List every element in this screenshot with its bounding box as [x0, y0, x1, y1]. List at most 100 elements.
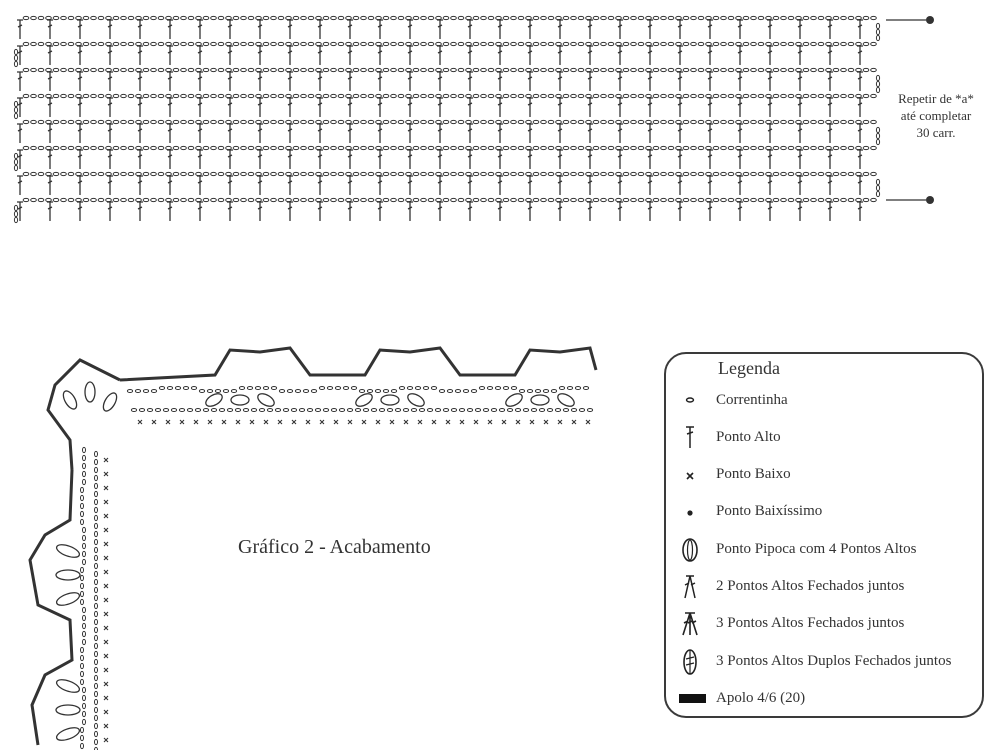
single-crochet-mark: [103, 709, 109, 715]
chain-stitch-mark: [570, 119, 577, 125]
chain-stitch-mark: [94, 626, 98, 634]
chain-stitch-mark: [94, 506, 98, 514]
chain-stitch-mark: [255, 67, 262, 73]
chain-stitch-mark: [637, 145, 645, 151]
chain-stitch-mark: [202, 171, 210, 177]
chain-stitch-mark: [510, 15, 517, 21]
chain-stitch-mark: [630, 197, 637, 203]
chain-stitch-mark: [577, 171, 585, 177]
chain-stitch-mark: [82, 93, 90, 99]
chain-stitch-mark: [615, 67, 622, 73]
chain-stitch-mark: [397, 145, 405, 151]
chain-stitch-mark: [366, 389, 374, 393]
double-crochet-mark: [197, 97, 203, 117]
chain-stitch-mark: [150, 171, 157, 177]
double-crochet-mark: [857, 201, 863, 221]
double-crochet-mark: [347, 201, 353, 221]
turning-chain-mark: [13, 164, 19, 172]
chain-stitch-mark: [570, 408, 578, 412]
chain-stitch-mark: [105, 67, 112, 73]
double-crochet-mark: [587, 71, 593, 91]
chain-stitch-mark: [862, 15, 870, 21]
chain-stitch-mark: [675, 197, 682, 203]
double-crochet-mark: [827, 123, 833, 143]
chain-stitch-mark: [367, 41, 375, 47]
chain-stitch-mark: [262, 119, 270, 125]
chain-stitch-mark: [345, 41, 352, 47]
chain-stitch-mark: [682, 119, 690, 125]
chain-stitch-mark: [727, 119, 735, 125]
chain-stitch-mark: [652, 197, 660, 203]
double-crochet-mark: [137, 71, 143, 91]
chain-stitch-mark: [660, 93, 667, 99]
chain-stitch-mark: [697, 67, 705, 73]
chain-stitch-mark: [592, 119, 600, 125]
chain-stitch-mark: [240, 15, 247, 21]
legend-item: Ponto Alto: [666, 423, 984, 453]
single-crochet-mark: [103, 457, 109, 463]
popcorn-stitch-mark: [557, 393, 575, 407]
chain-stitch-mark: [735, 41, 742, 47]
grid-row: [17, 119, 881, 146]
chain-stitch-mark: [94, 658, 98, 666]
chain-stitch-mark: [120, 41, 127, 47]
double-crochet-mark: [107, 45, 113, 65]
chain-stitch-mark: [178, 408, 186, 412]
chain-stitch-mark: [247, 41, 255, 47]
chain-stitch-mark: [855, 197, 862, 203]
chain-stitch-mark: [412, 145, 420, 151]
legend-item: Apolo 4/6 (20): [666, 684, 984, 714]
chain-stitch-mark: [232, 41, 240, 47]
chain-stitch-mark: [322, 171, 330, 177]
chain-stitch-mark: [80, 598, 84, 606]
chain-stitch-mark: [285, 197, 292, 203]
chain-stitch-mark: [412, 119, 420, 125]
chain-stitch-mark: [120, 15, 127, 21]
chain-stitch-mark: [307, 171, 315, 177]
chain-stitch-mark: [570, 41, 577, 47]
double-crochet-mark: [107, 149, 113, 169]
chain-stitch-mark: [262, 386, 270, 390]
chain-stitch-mark: [420, 171, 427, 177]
chain-stitch-mark: [194, 408, 202, 412]
double-crochet-mark: [467, 149, 473, 169]
chain-stitch-mark: [37, 93, 45, 99]
double-crochet-mark: [257, 123, 263, 143]
popcorn-stitch-mark: [62, 390, 78, 410]
chain-stitch-mark: [847, 119, 855, 125]
chain-stitch-mark: [600, 145, 607, 151]
chain-stitch-mark: [202, 15, 210, 21]
chain-stitch-mark: [720, 119, 727, 125]
chain-stitch-mark: [226, 408, 234, 412]
double-crochet-mark: [197, 71, 203, 91]
chain-stitch-mark: [810, 67, 817, 73]
chain-stitch-mark: [430, 386, 438, 390]
chain-stitch-mark: [352, 145, 360, 151]
double-crochet-mark: [797, 149, 803, 169]
chain-stitch-mark: [202, 41, 210, 47]
chain-stitch-mark: [645, 15, 652, 21]
chain-stitch-mark: [165, 119, 172, 125]
chain-stitch-mark: [112, 197, 120, 203]
chain-stitch-mark: [80, 678, 84, 686]
legend-label: Apolo 4/6 (20): [716, 690, 806, 706]
chain-stitch-mark: [562, 119, 570, 125]
chain-stitch-mark: [405, 119, 412, 125]
chain-stitch-mark: [397, 119, 405, 125]
chain-stitch-mark: [480, 145, 487, 151]
chain-stitch-mark: [525, 41, 532, 47]
chain-stitch-mark: [375, 41, 382, 47]
chain-stitch-mark: [862, 93, 870, 99]
chain-stitch-mark: [180, 67, 187, 73]
repeat-marker-star: [926, 16, 934, 24]
chain-stitch-mark: [30, 145, 37, 151]
chain-stitch-mark: [652, 93, 660, 99]
chain-stitch-mark: [150, 67, 157, 73]
double-crochet-mark: [287, 175, 293, 195]
chain-stitch-mark: [600, 93, 607, 99]
dc2tog-icon: [684, 575, 696, 599]
double-crochet-mark: [197, 201, 203, 221]
chain-stitch-mark: [870, 41, 877, 47]
chain-stitch-icon: [685, 397, 695, 403]
chain-stitch-mark: [450, 41, 457, 47]
